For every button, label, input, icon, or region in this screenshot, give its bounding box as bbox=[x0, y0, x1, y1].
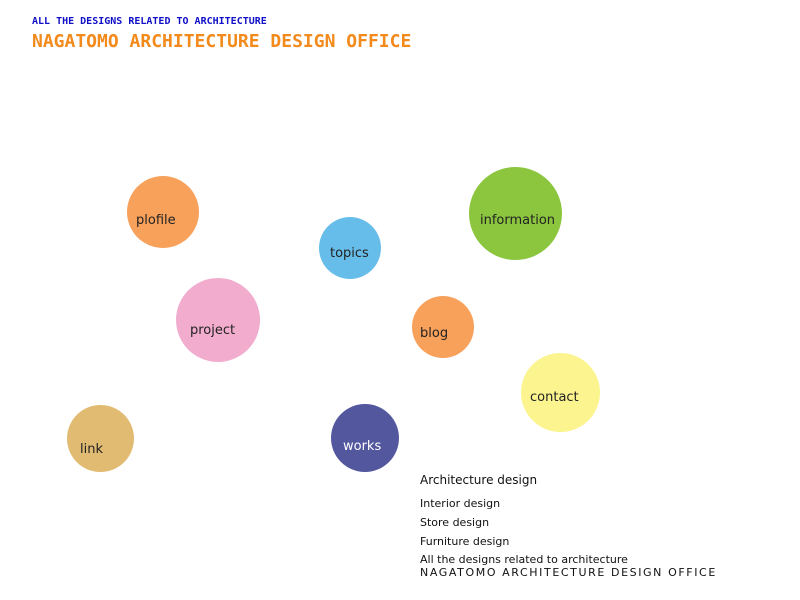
nav-label-information[interactable]: information bbox=[480, 213, 556, 228]
nav-bubble-blog[interactable] bbox=[412, 296, 474, 358]
site-title[interactable]: NAGATOMO ARCHITECTURE DESIGN OFFICE bbox=[32, 31, 412, 52]
nav-bubble-works[interactable] bbox=[331, 404, 399, 472]
nav-bubble-contact[interactable] bbox=[521, 353, 600, 432]
nav-bubble-plofile[interactable] bbox=[127, 176, 199, 248]
site-tagline: ALL THE DESIGNS RELATED TO ARCHITECTURE bbox=[32, 16, 267, 27]
nav-label-topics[interactable]: topics bbox=[330, 246, 369, 261]
service-item: Furniture design bbox=[420, 535, 510, 548]
nav-bubble-project[interactable] bbox=[176, 278, 260, 362]
nav-label-works[interactable]: works bbox=[343, 439, 382, 454]
nav-label-plofile[interactable]: plofile bbox=[136, 213, 176, 228]
service-item: Interior design bbox=[420, 497, 501, 510]
nav-label-project[interactable]: project bbox=[190, 323, 236, 338]
services-list: Architecture design Interior design Stor… bbox=[420, 473, 537, 554]
footer-tagline: All the designs related to architecture bbox=[420, 553, 628, 566]
footer-office-name: NAGATOMO ARCHITECTURE DESIGN OFFICE bbox=[420, 566, 717, 579]
nav-label-link[interactable]: link bbox=[80, 442, 103, 457]
nav-label-blog[interactable]: blog bbox=[420, 326, 449, 341]
nav-label-contact[interactable]: contact bbox=[530, 390, 579, 405]
service-main: Architecture design bbox=[420, 473, 538, 487]
nav-bubble-link[interactable] bbox=[67, 405, 134, 472]
service-item: Store design bbox=[420, 516, 490, 529]
nav-bubble-information[interactable] bbox=[469, 167, 562, 260]
nav-bubble-topics[interactable] bbox=[319, 217, 381, 279]
